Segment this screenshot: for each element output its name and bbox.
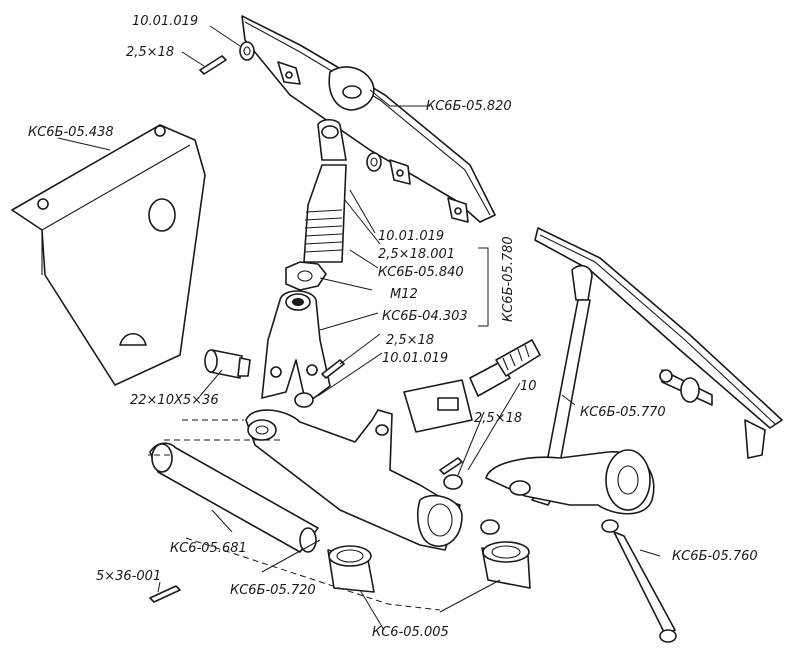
label-pin-mid: 2,5×18.001 <box>378 247 455 262</box>
label-link-rod-bottom: КС6Б-05.760 <box>672 549 758 564</box>
threaded-rod <box>303 118 347 263</box>
cotter-pin-second <box>439 457 463 475</box>
label-link-rod: КС6Б-05.770 <box>580 405 666 420</box>
label-bushing: КС6-05.005 <box>372 625 449 640</box>
washer-second <box>443 474 463 490</box>
label-threaded-rod: КС6Б-05.840 <box>378 265 464 280</box>
label-pedal-plate: КС6Б-05.820 <box>426 99 512 114</box>
bushing-left <box>327 545 375 593</box>
clevis-pin <box>204 349 251 379</box>
label-clevis: КС6Б-04.303 <box>382 309 468 324</box>
leader-lines <box>57 25 661 631</box>
cotter-pin-clevis <box>321 359 345 379</box>
washer-top <box>239 41 255 61</box>
nut-m12 <box>285 261 327 291</box>
label-cotter-bottom: 5×36-001 <box>96 569 161 584</box>
label-pin-second: 2,5×18 <box>474 411 522 426</box>
label-nut: М12 <box>390 287 418 302</box>
clevis-second <box>403 339 541 433</box>
bracket-plate <box>11 124 206 386</box>
main-lever <box>245 409 500 551</box>
clevis-fork <box>261 290 331 405</box>
shaft <box>149 442 319 553</box>
link-rod-bottom <box>601 519 677 643</box>
label-shaft: КС6-05.681 <box>170 541 247 556</box>
label-washer-clevis: 10.01.019 <box>382 351 448 366</box>
pedal-plate-top <box>241 15 496 223</box>
cotter-pin-top <box>199 55 227 75</box>
label-pin-clevis: 2,5×18 <box>386 333 434 348</box>
label-washer-top: 10.01.019 <box>132 14 198 29</box>
bushing-right <box>481 541 531 589</box>
label-main-lever: КС6Б-05.720 <box>230 583 316 598</box>
label-bracket: КС6Б-05.438 <box>28 125 114 140</box>
label-washer-mid: 10.01.019 <box>378 229 444 244</box>
washer-mid <box>366 152 382 172</box>
label-clevis-pin: 22×10Х5×36 <box>130 393 219 408</box>
label-ten: 10 <box>520 379 537 394</box>
label-pin-top: 2,5×18 <box>126 45 174 60</box>
alignment-lines <box>148 419 441 611</box>
washer-clevis <box>294 392 314 408</box>
pedal-plate-right <box>534 227 783 459</box>
label-assembly: КС6Б-05.780 <box>501 236 516 322</box>
cotter-pin-bottom <box>149 585 181 603</box>
roller-lever <box>485 449 655 515</box>
